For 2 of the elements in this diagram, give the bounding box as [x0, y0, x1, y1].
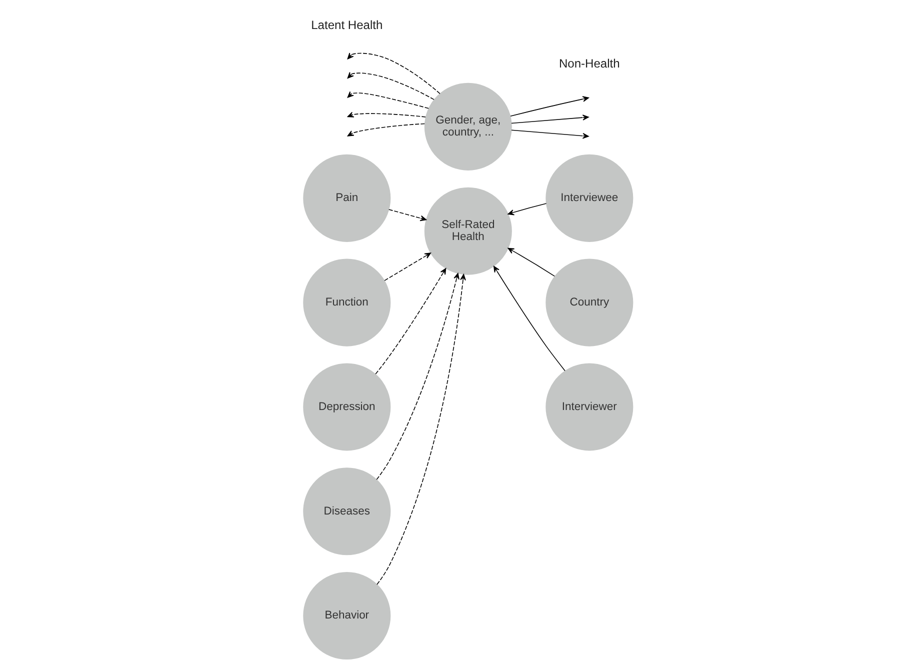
label: Non-Health — [558, 56, 620, 71]
label: Latent Health — [311, 18, 383, 32]
